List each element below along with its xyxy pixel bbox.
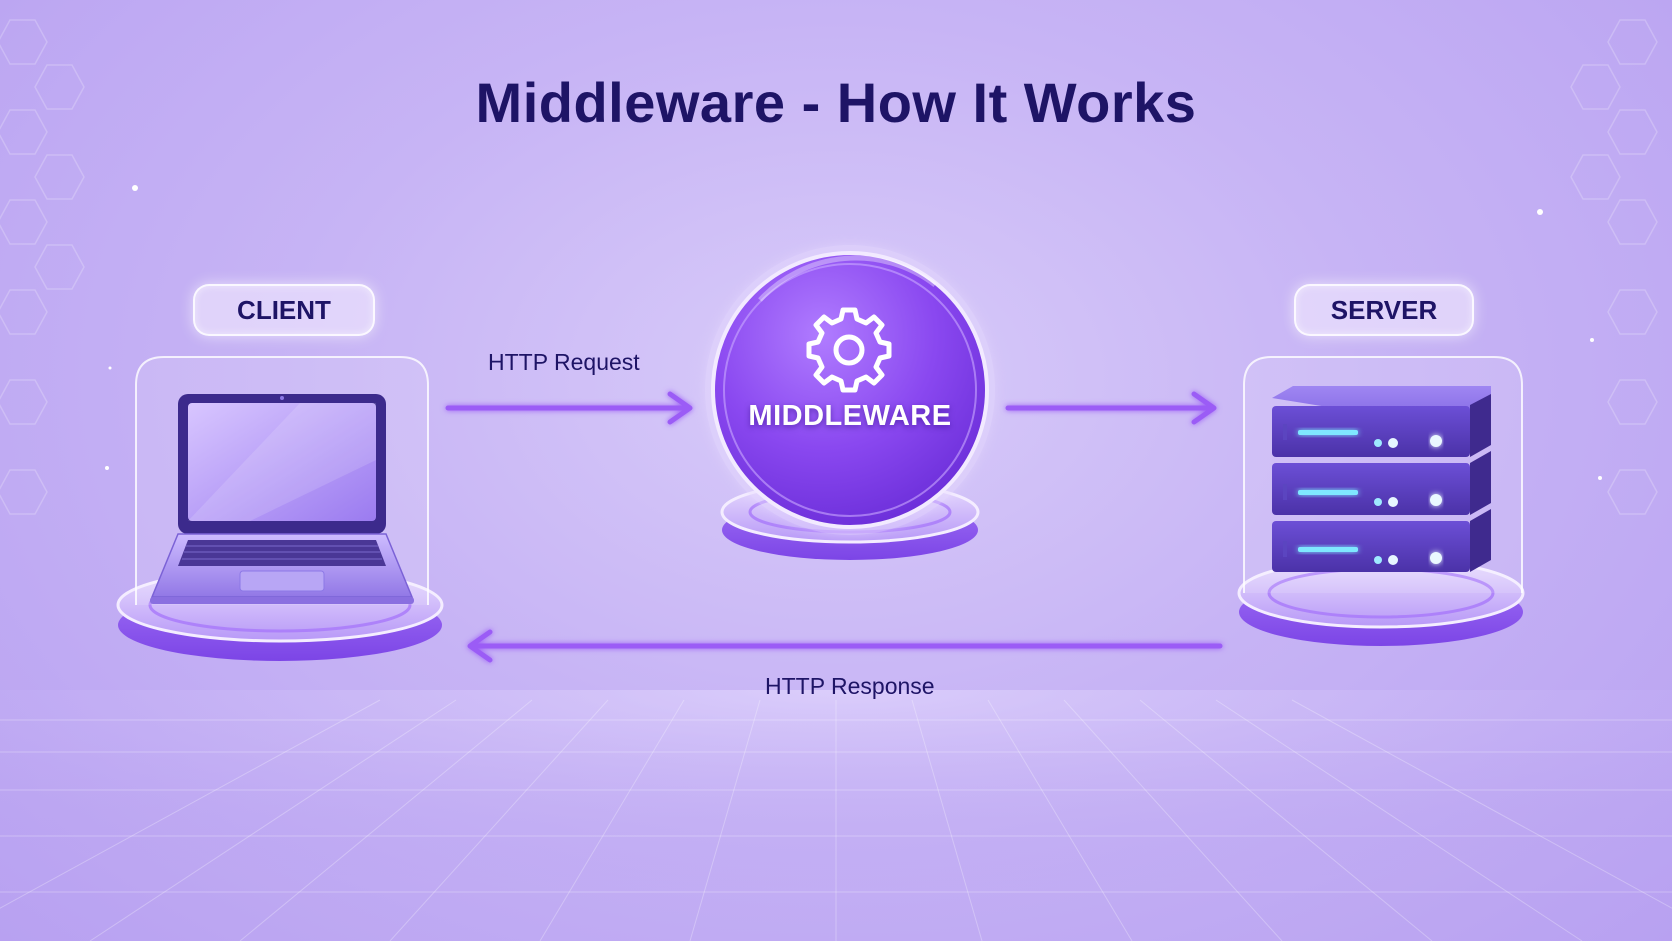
client-label: CLIENT — [193, 284, 375, 336]
page-title: Middleware - How It Works — [475, 71, 1197, 134]
server-rack-icon — [1272, 386, 1491, 572]
server-platform — [1237, 557, 1525, 646]
gear-icon — [806, 307, 892, 393]
laptop-icon — [150, 394, 414, 604]
middleware-label: MIDDLEWARE — [748, 400, 952, 432]
http-request-label: HTTP Request — [488, 349, 640, 375]
request-arrow — [445, 391, 693, 425]
http-response-label: HTTP Response — [765, 673, 935, 699]
forward-arrow — [1005, 391, 1217, 425]
server-label: SERVER — [1294, 284, 1474, 336]
response-arrow — [467, 629, 1223, 663]
